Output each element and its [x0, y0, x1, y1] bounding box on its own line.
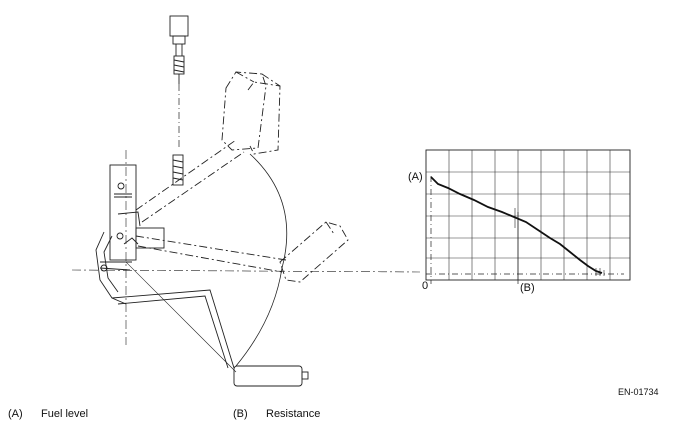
- legend-key-a: (A): [8, 408, 23, 420]
- legend-item-a: (A) Fuel level: [8, 408, 88, 420]
- float-travel-arc: [235, 153, 288, 367]
- sender-bracket: [95, 164, 165, 305]
- harness-lower-connector: [172, 154, 184, 186]
- resistance-graph: [425, 149, 631, 284]
- graph-x-marker: (B): [520, 282, 535, 294]
- float-arm: [111, 261, 237, 373]
- legend-text-a: Fuel level: [41, 408, 89, 420]
- float-empty: [233, 365, 309, 387]
- graph-y-marker: (A): [408, 171, 423, 183]
- graph-origin: 0: [422, 280, 429, 292]
- legend-text-b: Resistance: [266, 408, 321, 420]
- float-arm-phantom: [135, 139, 287, 273]
- characteristic-curve: [430, 176, 603, 274]
- float-mid-phantom: [279, 221, 349, 283]
- float-full-phantom: [221, 71, 281, 155]
- figure-code: EN-01734: [618, 387, 659, 397]
- legend-key-b: (B): [233, 408, 248, 420]
- harness-connector: [169, 15, 189, 84]
- legend-item-b: (B) Resistance: [233, 408, 320, 420]
